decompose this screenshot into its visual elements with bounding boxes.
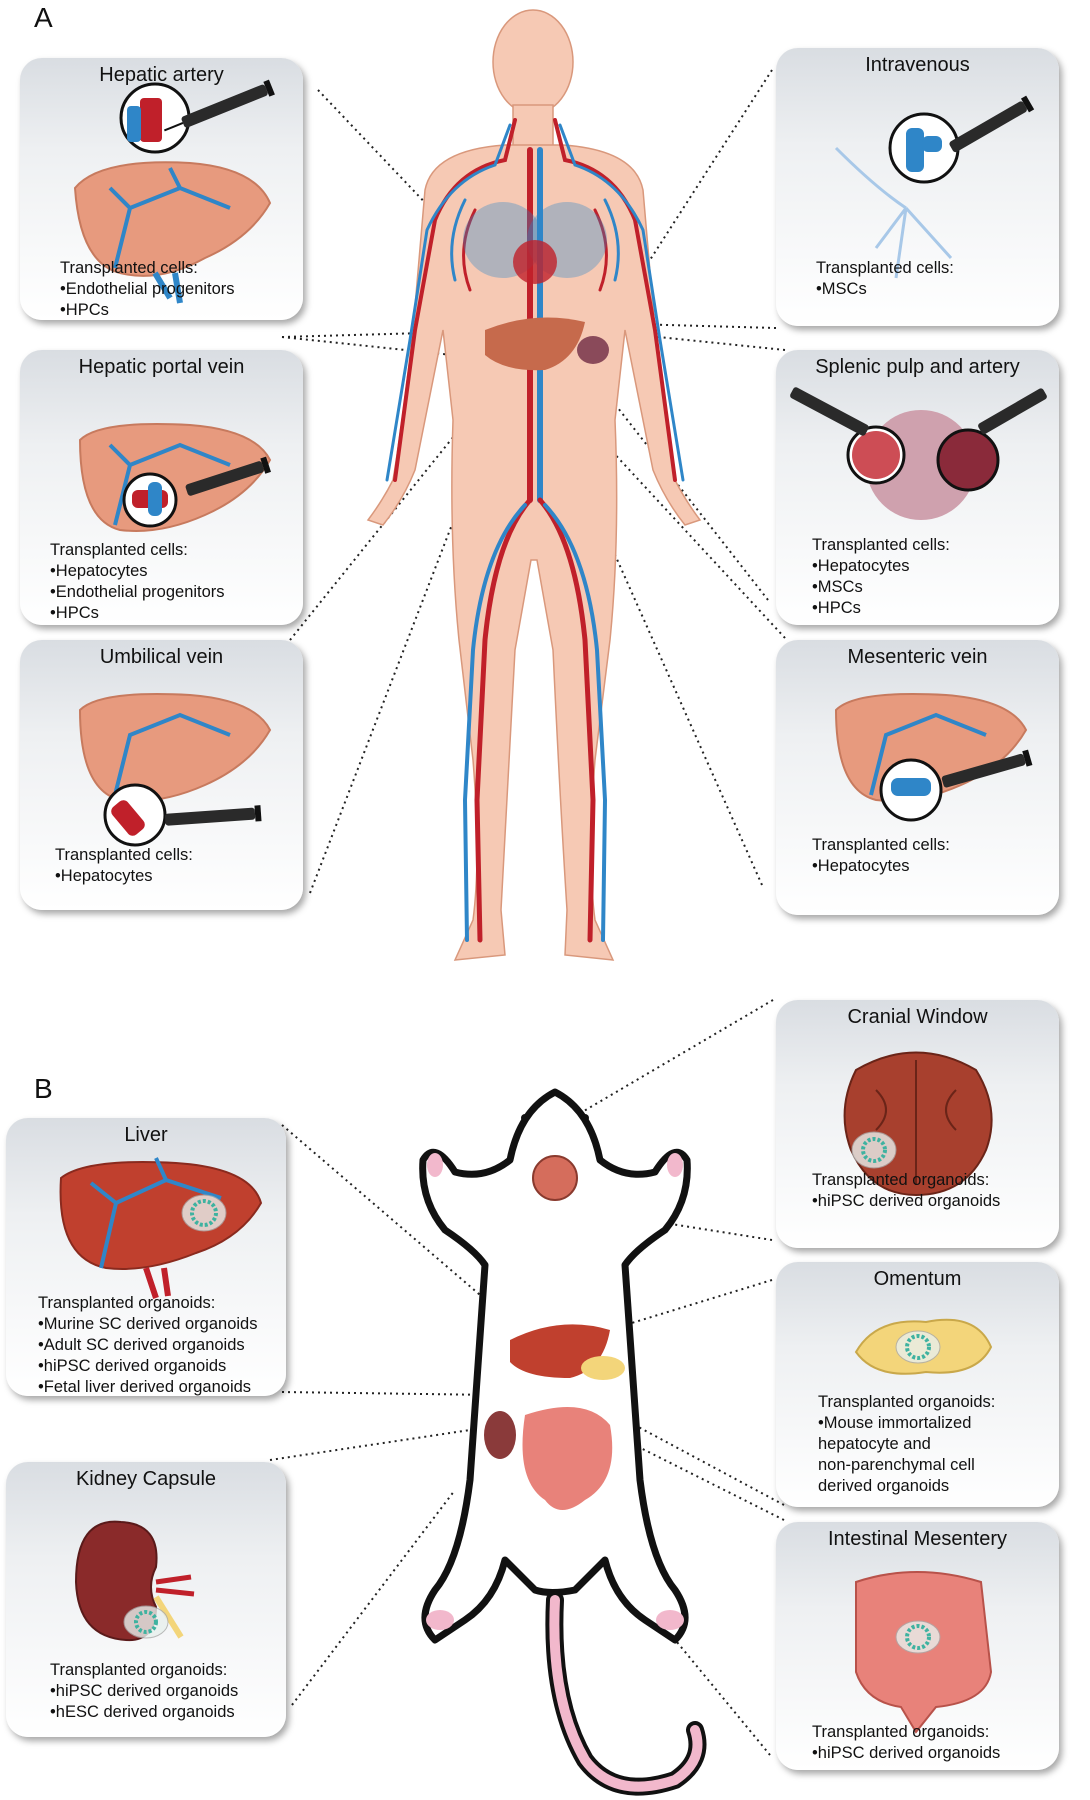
cells-label: Transplanted cells:	[812, 836, 950, 854]
box-intravenous: Intravenous Transplanted cells: •MSCs	[776, 48, 1059, 326]
box-title: Hepatic artery	[99, 64, 224, 86]
cell-item: •HPCs	[812, 599, 861, 617]
cells-label: Transplanted organoids:	[812, 1171, 990, 1189]
box-hepatic-artery: Hepatic artery Transplanted cells: •Endo…	[20, 58, 303, 320]
box-umbilical-vein: Umbilical vein Transplanted cells: •Hepa…	[20, 640, 303, 910]
box-title: Cranial Window	[847, 1006, 988, 1028]
liver-illustration	[834, 693, 1033, 822]
box-splenic-pulp-artery: Splenic pulp and artery Transplanted cel…	[776, 350, 1059, 625]
panel-a-label: A	[34, 2, 53, 33]
box-title: Splenic pulp and artery	[815, 356, 1020, 378]
cell-item: •Endothelial progenitors	[50, 583, 225, 601]
cell-item: •hiPSC derived organoids	[812, 1744, 1001, 1762]
cells-list: Transplanted cells: •Endothelial progeni…	[60, 258, 235, 320]
cells-list: Transplanted organoids: •hiPSC derived o…	[50, 1660, 238, 1723]
cell-item: •hiPSC derived organoids	[50, 1682, 239, 1700]
cell-item: •hiPSC derived organoids	[812, 1192, 1001, 1210]
cell-item: •Endothelial progenitors	[60, 280, 235, 298]
box-title: Omentum	[873, 1268, 962, 1290]
intestine-illustration	[855, 1571, 993, 1734]
brain-illustration	[843, 1051, 993, 1197]
box-title: Mesenteric vein	[847, 646, 988, 668]
cells-list: Transplanted organoids: •hiPSC derived o…	[812, 1722, 1000, 1764]
cells-label: Transplanted cells:	[816, 259, 954, 277]
box-title: Hepatic portal vein	[78, 356, 245, 378]
box-title: Liver	[124, 1124, 168, 1146]
cells-list: Transplanted organoids: •Murine SC deriv…	[38, 1293, 257, 1396]
box-kidney-capsule: Kidney Capsule Transplanted organoids: •…	[6, 1462, 286, 1737]
cells-list: Transplanted cells: •Hepatocytes	[812, 835, 950, 877]
cells-label: Transplanted cells:	[55, 846, 193, 864]
box-hepatic-portal-vein: Hepatic portal vein Transplanted cells: …	[20, 350, 303, 625]
box-omentum: Omentum Transplanted organoids: •Mouse i…	[776, 1262, 1059, 1507]
cells-label: Transplanted organoids:	[818, 1393, 996, 1411]
cells-label: Transplanted cells:	[50, 541, 188, 559]
cells-list: Transplanted cells: •Hepatocytes •Endoth…	[50, 540, 225, 624]
box-title: Intravenous	[865, 54, 970, 76]
cell-item: •hiPSC derived organoids	[38, 1357, 227, 1375]
cells-list: Transplanted organoids: •hiPSC derived o…	[812, 1170, 1000, 1212]
liver-illustration	[78, 693, 272, 847]
kidney-illustration	[74, 1520, 195, 1642]
cells-label: Transplanted cells:	[60, 259, 198, 277]
cells-list: Transplanted cells: •Hepatocytes	[55, 845, 193, 887]
cell-item: •Hepatocytes	[812, 857, 910, 875]
cell-item: •HPCs	[50, 604, 99, 622]
cells-label: Transplanted organoids:	[38, 1294, 216, 1312]
cell-item: •MSCs	[812, 578, 863, 596]
liver-illustration	[78, 423, 272, 532]
cell-item: hepatocyte and	[818, 1435, 931, 1453]
cell-item: •Mouse immortalized	[818, 1414, 972, 1432]
cell-item: •Fetal liver derived organoids	[38, 1378, 252, 1396]
liver-illustration	[59, 1157, 263, 1299]
mouse-figure	[419, 1088, 707, 1796]
cell-item: non-parenchymal cell	[818, 1456, 975, 1474]
box-intestinal-mesentery: Intestinal Mesentery Transplanted organo…	[776, 1522, 1059, 1770]
box-title: Intestinal Mesentery	[828, 1528, 1007, 1550]
vein-illustration	[834, 95, 1035, 279]
liver-illustration	[73, 161, 272, 304]
cells-label: Transplanted organoids:	[812, 1723, 990, 1741]
cell-item: derived organoids	[818, 1477, 950, 1495]
spleen-illustration	[790, 387, 1047, 520]
cell-item: •Murine SC derived organoids	[38, 1315, 258, 1333]
box-liver: Liver Transplanted organoids: •Murine SC…	[6, 1118, 286, 1396]
cell-item: •MSCs	[816, 280, 867, 298]
cells-list: Transplanted cells: •MSCs	[816, 258, 954, 300]
cell-item: •Adult SC derived organoids	[38, 1336, 245, 1354]
cells-list: Transplanted cells: •Hepatocytes •MSCs •…	[812, 535, 950, 619]
panel-b-label: B	[34, 1073, 53, 1104]
cells-label: Transplanted cells:	[812, 536, 950, 554]
cells-list: Transplanted organoids: •Mouse immortali…	[818, 1392, 995, 1497]
box-cranial-window: Cranial Window Transplanted organoids: •…	[776, 1000, 1059, 1248]
cells-label: Transplanted organoids:	[50, 1661, 228, 1679]
human-circulatory-figure	[366, 9, 702, 961]
syringe-icon	[119, 79, 275, 154]
omentum-illustration	[854, 1318, 993, 1375]
cell-item: •HPCs	[60, 301, 109, 319]
box-title: Kidney Capsule	[75, 1468, 217, 1490]
cell-item: •Hepatocytes	[55, 867, 153, 885]
box-mesenteric-vein: Mesenteric vein Transplanted cells: •Hep…	[776, 640, 1059, 915]
cell-item: •Hepatocytes	[812, 557, 910, 575]
cell-item: •hESC derived organoids	[50, 1703, 235, 1721]
cell-item: •Hepatocytes	[50, 562, 148, 580]
box-title: Umbilical vein	[99, 646, 224, 668]
